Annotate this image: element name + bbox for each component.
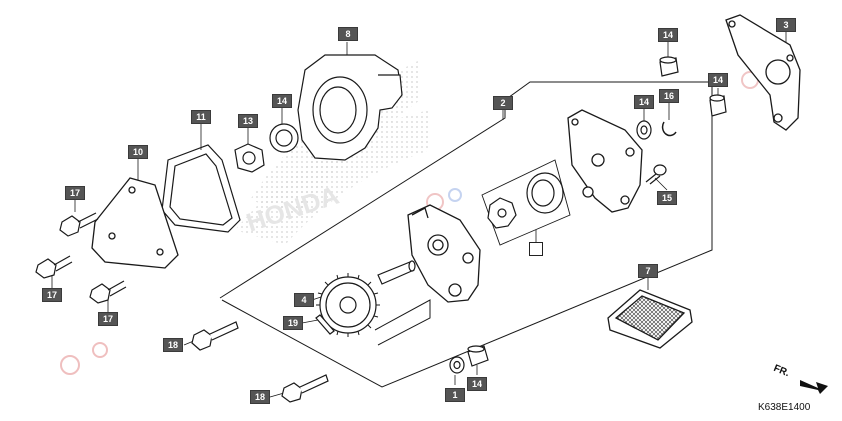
callout-1[interactable]: 1 <box>445 388 465 402</box>
callout-3[interactable]: 3 <box>776 18 796 32</box>
callout-4[interactable]: 4 <box>294 293 314 307</box>
part-4-gear <box>316 273 380 337</box>
callout-8[interactable]: 8 <box>338 27 358 41</box>
callout-13[interactable]: 14 <box>634 95 654 109</box>
part-18-bolts <box>191 321 329 403</box>
watermark-moto-left <box>60 342 108 375</box>
callout-19[interactable]: 19 <box>283 316 303 330</box>
pump-body <box>407 204 481 303</box>
part-7-strainer <box>607 289 693 349</box>
part-16-circlip <box>661 121 677 137</box>
part-19-pin <box>315 314 335 335</box>
front-direction-arrow <box>800 380 828 394</box>
part-15-screw <box>645 164 667 185</box>
callout-17-bottom[interactable]: 17 <box>98 312 118 326</box>
callout-17-top[interactable]: 17 <box>65 186 85 200</box>
callout-9[interactable]: 11 <box>191 110 211 124</box>
part-10-cover <box>91 177 179 269</box>
part-8-housing <box>297 54 403 161</box>
callout-18-top[interactable]: 18 <box>163 338 183 352</box>
callout-12[interactable]: 14 <box>272 94 292 108</box>
callout-7[interactable]: 7 <box>638 264 658 278</box>
callout-10[interactable]: 10 <box>128 145 148 159</box>
diagram-code: K638E1400 <box>758 402 811 413</box>
callout-15[interactable]: 15 <box>657 191 677 205</box>
callout-14-bottom[interactable]: 14 <box>467 377 487 391</box>
callout-17-left[interactable]: 17 <box>42 288 62 302</box>
callout-14-top[interactable]: 14 <box>658 28 678 42</box>
part-14-dowels <box>467 56 727 367</box>
callout-2[interactable]: 2 <box>493 96 513 110</box>
inner-outer-rotor <box>481 159 571 246</box>
callout-16[interactable]: 16 <box>659 89 679 103</box>
callout-11[interactable]: 13 <box>238 114 258 128</box>
callout-blank[interactable] <box>529 242 543 256</box>
part-12-seal <box>269 123 299 153</box>
part-1-washer <box>449 356 465 374</box>
part-9-gasket <box>161 144 241 233</box>
assembly-notch <box>374 299 431 346</box>
assembly-boundary <box>219 81 713 388</box>
pump-cover-plate <box>567 109 643 213</box>
pump-shaft <box>377 260 416 285</box>
part-17-bolts <box>35 212 127 304</box>
callout-18-bottom[interactable]: 18 <box>250 390 270 404</box>
part-13-washer <box>636 120 652 140</box>
part-3-gasket <box>725 14 801 131</box>
part-11-nut <box>234 143 265 173</box>
callout-14-right[interactable]: 14 <box>708 73 728 87</box>
